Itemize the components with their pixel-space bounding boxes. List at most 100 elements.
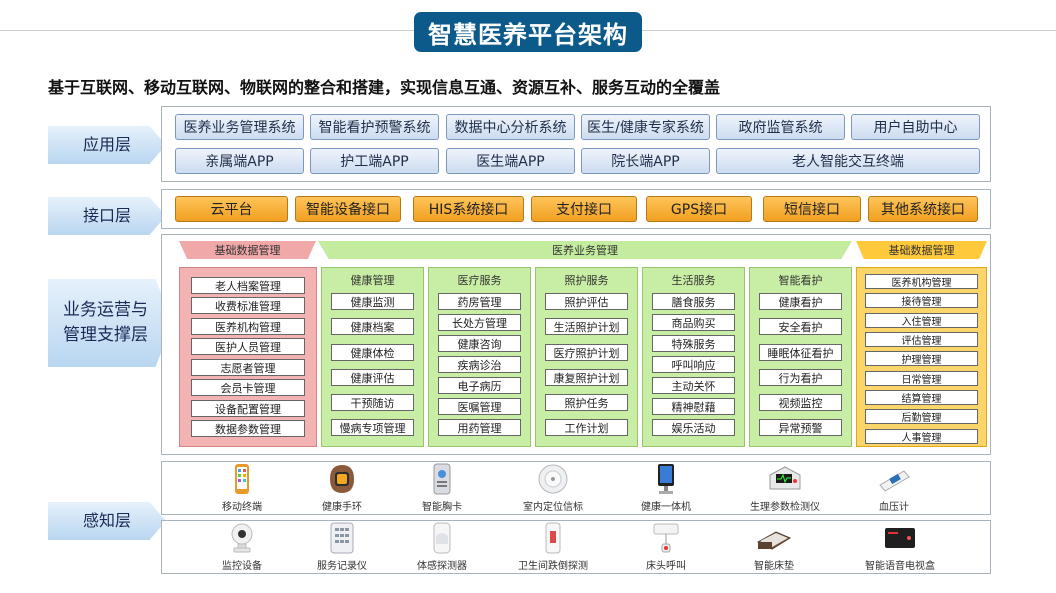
- device-indoor-beacon[interactable]: 室内定位信标: [498, 463, 608, 513]
- list-item[interactable]: 评估管理: [865, 332, 978, 347]
- app-caregiver-app[interactable]: 护工端APP: [310, 148, 439, 174]
- device-health-wristband[interactable]: 健康手环: [287, 463, 397, 513]
- right-base-data-header: 基础数据管理: [856, 241, 987, 259]
- list-item[interactable]: 长处方管理: [438, 314, 521, 331]
- interface-payment[interactable]: 支付接口: [531, 196, 637, 222]
- app-family-app[interactable]: 亲属端APP: [175, 148, 304, 174]
- interface-his-system[interactable]: HIS系统接口: [413, 196, 524, 222]
- list-item[interactable]: 呼叫响应: [652, 356, 735, 373]
- app-data-analysis-system[interactable]: 数据中心分析系统: [446, 114, 575, 140]
- device-bedside-call[interactable]: 床头呼叫: [611, 522, 721, 572]
- interface-smart-device[interactable]: 智能设备接口: [295, 196, 401, 222]
- list-item[interactable]: 日常管理: [865, 371, 978, 386]
- left-base-data-header: 基础数据管理: [179, 241, 316, 259]
- app-doctor-expert-system[interactable]: 医生/健康专家系统: [581, 114, 710, 140]
- device-health-kiosk[interactable]: 健康一体机: [611, 463, 721, 513]
- list-item[interactable]: 健康监测: [331, 293, 414, 310]
- device-smart-badge[interactable]: 智能胸卡: [387, 463, 497, 513]
- device-blood-pressure-meter[interactable]: 血压计: [839, 463, 949, 513]
- interface-cloud-platform[interactable]: 云平台: [175, 196, 288, 222]
- device-service-recorder[interactable]: 服务记录仪: [287, 522, 397, 572]
- column-title: 照护服务: [564, 274, 609, 287]
- list-item[interactable]: 膳食服务: [652, 293, 735, 310]
- column-title: 智能看护: [778, 274, 823, 287]
- list-item[interactable]: 照护评估: [545, 293, 628, 310]
- device-motion-sensor[interactable]: 体感探测器: [387, 522, 497, 572]
- fall-detector-icon: [545, 522, 561, 554]
- list-item[interactable]: 电子病历: [438, 377, 521, 394]
- app-business-mgmt-system[interactable]: 医养业务管理系统: [175, 114, 304, 140]
- list-item[interactable]: 药房管理: [438, 293, 521, 310]
- list-item[interactable]: 主动关怀: [652, 377, 735, 394]
- device-vital-monitor[interactable]: 生理参数检测仪: [730, 463, 840, 513]
- layer-label-business: 业务运营与管理支撑层: [48, 279, 173, 367]
- list-item[interactable]: 健康咨询: [438, 335, 521, 352]
- list-item[interactable]: 安全看护: [759, 318, 842, 335]
- list-item[interactable]: 医嘱管理: [438, 398, 521, 415]
- list-item[interactable]: 会员卡管理: [191, 379, 305, 396]
- device-label: 智能床垫: [754, 561, 794, 572]
- list-item[interactable]: 健康体检: [331, 344, 414, 361]
- mobile-phone-icon: [235, 464, 249, 494]
- device-label: 生理参数检测仪: [750, 502, 820, 513]
- list-item[interactable]: 数据参数管理: [191, 420, 305, 437]
- perception-panel-row2: [161, 520, 991, 574]
- list-item[interactable]: 收费标准管理: [191, 297, 305, 314]
- app-care-alert-system[interactable]: 智能看护预警系统: [310, 114, 439, 140]
- app-director-app[interactable]: 院长端APP: [581, 148, 710, 174]
- list-item[interactable]: 老人档案管理: [191, 277, 305, 294]
- list-item[interactable]: 接待管理: [865, 293, 978, 308]
- column-title: 医疗服务: [457, 274, 502, 287]
- list-item[interactable]: 特殊服务: [652, 335, 735, 352]
- badge-card-icon: [433, 463, 451, 495]
- list-item[interactable]: 人事管理: [865, 429, 978, 444]
- list-item[interactable]: 照护任务: [545, 394, 628, 411]
- list-item[interactable]: 睡眠体征看护: [759, 344, 842, 361]
- list-item[interactable]: 异常预警: [759, 419, 842, 436]
- device-surveillance-camera[interactable]: 监控设备: [187, 522, 297, 572]
- list-item[interactable]: 娱乐活动: [652, 419, 735, 436]
- list-item[interactable]: 慢病专项管理: [331, 419, 414, 436]
- list-item[interactable]: 健康看护: [759, 293, 842, 310]
- list-item[interactable]: 医疗照护计划: [545, 344, 628, 361]
- device-voice-tv-box[interactable]: 智能语音电视盒: [845, 522, 955, 572]
- list-item[interactable]: 志愿者管理: [191, 359, 305, 376]
- device-fall-detector[interactable]: 卫生间跌倒探测: [498, 522, 608, 572]
- bedside-call-icon: [653, 523, 679, 553]
- column-smart-care: 智能看护 健康看护 安全看护 睡眠体征看护 行为看护 视频监控 异常预警: [749, 267, 852, 447]
- list-item[interactable]: 医养机构管理: [865, 274, 978, 289]
- list-item[interactable]: 精神慰藉: [652, 398, 735, 415]
- device-mobile-terminal[interactable]: 移动终端: [187, 463, 297, 513]
- app-government-supervision-system[interactable]: 政府监管系统: [716, 114, 845, 140]
- app-self-service-center[interactable]: 用户自助中心: [851, 114, 980, 140]
- left-base-data-column: 老人档案管理 收费标准管理 医养机构管理 医护人员管理 志愿者管理 会员卡管理 …: [179, 267, 317, 447]
- list-item[interactable]: 入住管理: [865, 313, 978, 328]
- list-item[interactable]: 生活照护计划: [545, 318, 628, 335]
- interface-other-systems[interactable]: 其他系统接口: [868, 196, 978, 222]
- list-item[interactable]: 设备配置管理: [191, 400, 305, 417]
- list-item[interactable]: 康复照护计划: [545, 369, 628, 386]
- list-item[interactable]: 医养机构管理: [191, 318, 305, 335]
- list-item[interactable]: 健康评估: [331, 369, 414, 386]
- list-item[interactable]: 行为看护: [759, 369, 842, 386]
- device-label: 服务记录仪: [317, 561, 367, 572]
- list-item[interactable]: 护理管理: [865, 351, 978, 366]
- list-item[interactable]: 视频监控: [759, 394, 842, 411]
- app-elderly-terminal[interactable]: 老人智能交互终端: [716, 148, 980, 174]
- list-item[interactable]: 疾病诊治: [438, 356, 521, 373]
- list-item[interactable]: 干预随访: [331, 394, 414, 411]
- list-item[interactable]: 商品购买: [652, 314, 735, 331]
- app-doctor-app[interactable]: 医生端APP: [446, 148, 575, 174]
- device-label: 体感探测器: [417, 561, 467, 572]
- list-item[interactable]: 健康档案: [331, 318, 414, 335]
- interface-sms[interactable]: 短信接口: [763, 196, 861, 222]
- camera-icon: [231, 523, 253, 553]
- device-smart-mattress[interactable]: 智能床垫: [719, 522, 829, 572]
- list-item[interactable]: 用药管理: [438, 419, 521, 436]
- list-item[interactable]: 工作计划: [545, 419, 628, 436]
- interface-gps[interactable]: GPS接口: [646, 196, 752, 222]
- list-item[interactable]: 医护人员管理: [191, 338, 305, 355]
- health-kiosk-icon: [658, 464, 674, 494]
- list-item[interactable]: 结算管理: [865, 390, 978, 405]
- list-item[interactable]: 后勤管理: [865, 409, 978, 424]
